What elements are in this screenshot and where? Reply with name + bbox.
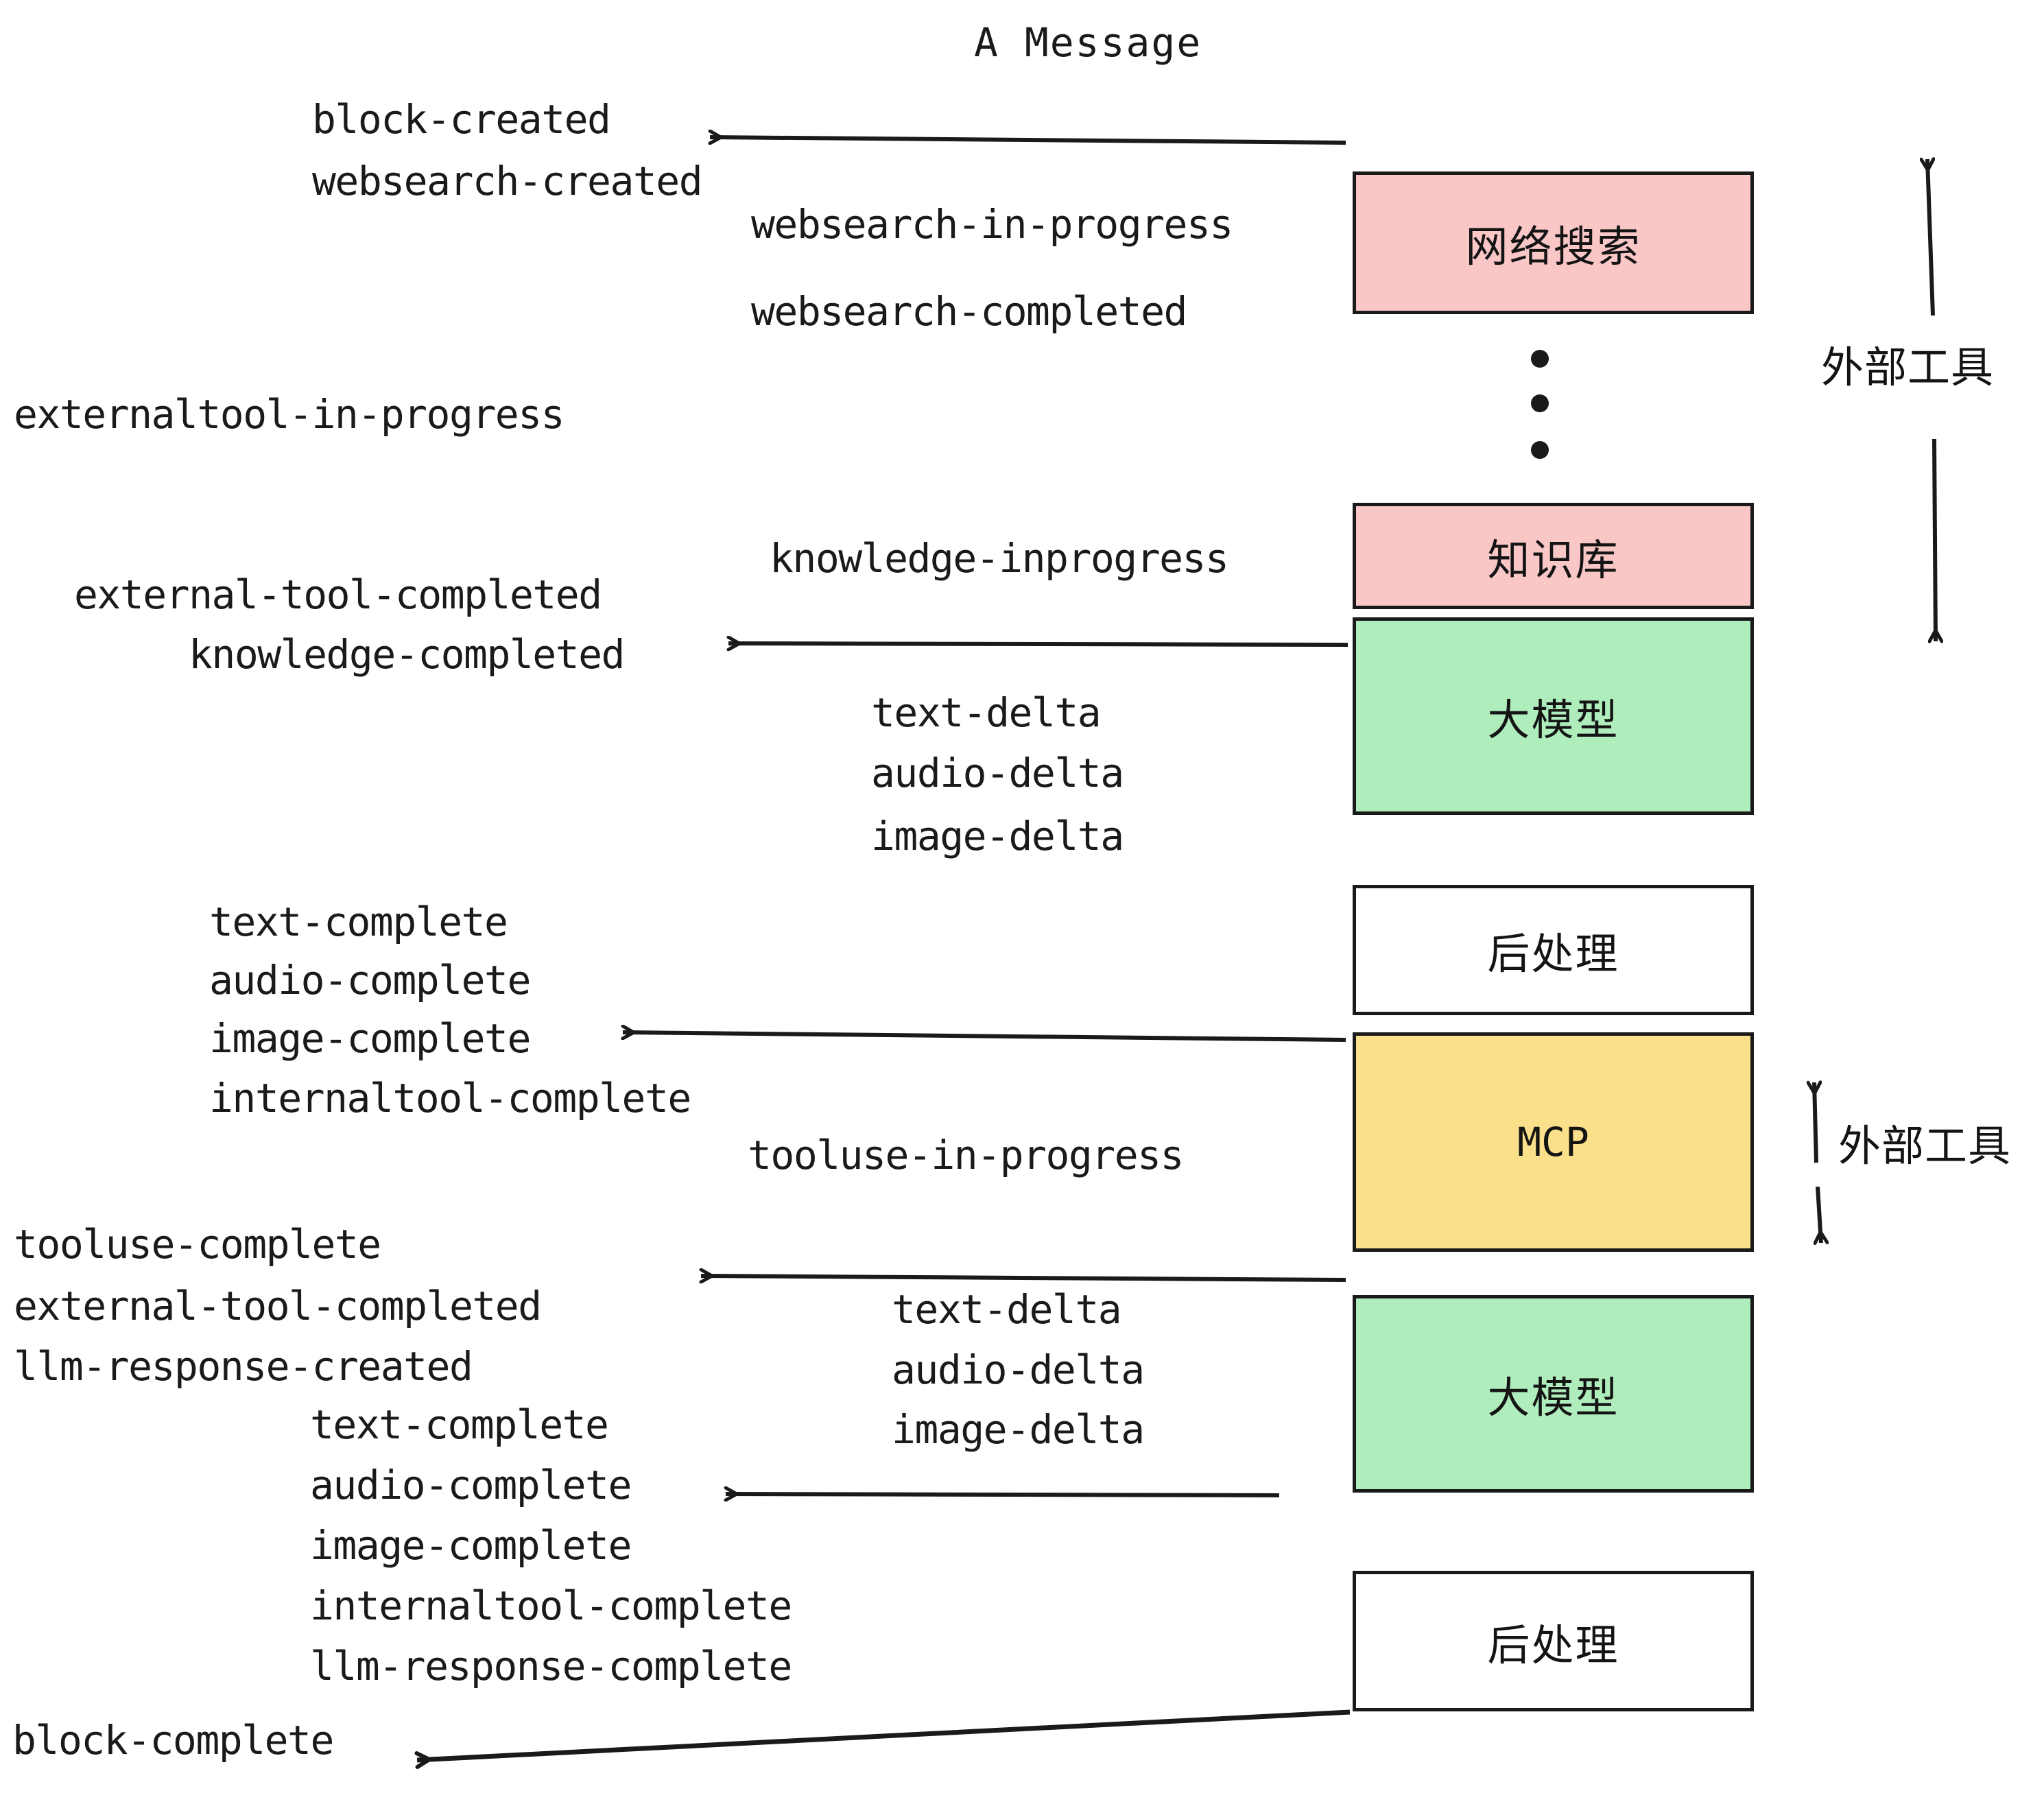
node-postprocess-1-label: 后处理	[1487, 929, 1619, 979]
node-postprocess-2-label: 后处理	[1487, 1619, 1619, 1670]
node-llm-1-label: 大模型	[1487, 695, 1619, 745]
node-websearch[interactable]: 网络搜索	[1353, 171, 1754, 314]
event-label-knowledge-inprogress: knowledge-inprogress	[770, 535, 1229, 582]
event-label-websearch-created: websearch-created	[312, 158, 703, 204]
vertical-ellipsis-icon	[1531, 350, 1552, 466]
node-postprocess-1[interactable]: 后处理	[1353, 885, 1754, 1015]
event-label-image-complete-2: image-complete	[310, 1522, 632, 1569]
external-tool-label-top: 外部工具	[1821, 333, 1994, 394]
event-label-audio-delta-1: audio-delta	[871, 750, 1124, 796]
event-label-llm-response-created: llm-response-created	[14, 1343, 473, 1390]
external-tool-label-bottom: 外部工具	[1838, 1111, 2011, 1173]
event-label-internaltool-complete-1: internaltool-complete	[209, 1075, 691, 1121]
node-websearch-label: 网络搜索	[1465, 222, 1641, 272]
event-label-image-delta-2: image-delta	[892, 1406, 1145, 1453]
event-label-tooluse-in-progress: tooluse-in-progress	[748, 1132, 1184, 1178]
event-label-websearch-completed: websearch-completed	[751, 288, 1187, 335]
node-llm-2-label: 大模型	[1487, 1373, 1619, 1423]
arrow-tooluse-complete	[701, 1276, 1346, 1280]
event-label-text-complete-1: text-complete	[209, 899, 508, 945]
event-label-internaltool-complete-2: internaltool-complete	[310, 1582, 792, 1629]
event-label-knowledge-completed: knowledge-completed	[189, 631, 625, 678]
event-label-audio-complete-1: audio-complete	[209, 957, 531, 1004]
node-llm-1[interactable]: 大模型	[1353, 617, 1754, 815]
event-label-tooluse-complete: tooluse-complete	[14, 1221, 381, 1268]
external-tool-label-bottom-text: 外部工具	[1838, 1121, 2012, 1171]
node-mcp[interactable]: MCP	[1353, 1032, 1754, 1252]
arrow-external-tool-top-up	[1927, 159, 1933, 316]
event-label-text-complete-2: text-complete	[310, 1401, 609, 1448]
node-postprocess-2[interactable]: 后处理	[1353, 1571, 1754, 1711]
event-label-image-complete-1: image-complete	[209, 1015, 531, 1062]
event-label-externaltool-in-progress: externaltool-in-progress	[14, 391, 565, 438]
arrow-external-tool-bottom-up	[1814, 1082, 1816, 1163]
event-label-audio-complete-2: audio-complete	[310, 1462, 632, 1508]
event-label-llm-response-complete: llm-response-complete	[310, 1643, 792, 1689]
arrow-block-complete	[414, 1709, 1351, 1769]
arrow-knowledge-completed	[728, 643, 1348, 645]
arrow-external-tool-top-down	[1934, 438, 1936, 641]
arrow-audio-complete-2	[726, 1494, 1280, 1495]
node-llm-2[interactable]: 大模型	[1353, 1295, 1754, 1493]
arrow-websearch-created	[710, 137, 1346, 143]
event-label-audio-delta-2: audio-delta	[892, 1346, 1145, 1393]
node-mcp-label: MCP	[1517, 1119, 1589, 1165]
event-label-image-delta-1: image-delta	[871, 813, 1124, 859]
event-label-websearch-in-progress: websearch-in-progress	[751, 201, 1233, 248]
event-label-text-delta-2: text-delta	[892, 1286, 1122, 1333]
node-knowledge[interactable]: 知识库	[1353, 503, 1754, 609]
event-label-external-tool-completed-1: external-tool-completed	[74, 571, 602, 618]
node-knowledge-label: 知识库	[1487, 534, 1619, 585]
event-label-text-delta-1: text-delta	[871, 689, 1102, 736]
event-label-block-created: block-created	[312, 96, 611, 143]
event-label-block-complete: block-complete	[12, 1717, 334, 1764]
external-tool-label-top-text: 外部工具	[1821, 342, 1995, 392]
event-label-external-tool-completed-2: external-tool-completed	[14, 1283, 542, 1329]
arrow-external-tool-bottom-down	[1818, 1186, 1821, 1243]
arrow-image-complete-1	[623, 1032, 1346, 1042]
page-title: A Message	[974, 19, 1202, 66]
